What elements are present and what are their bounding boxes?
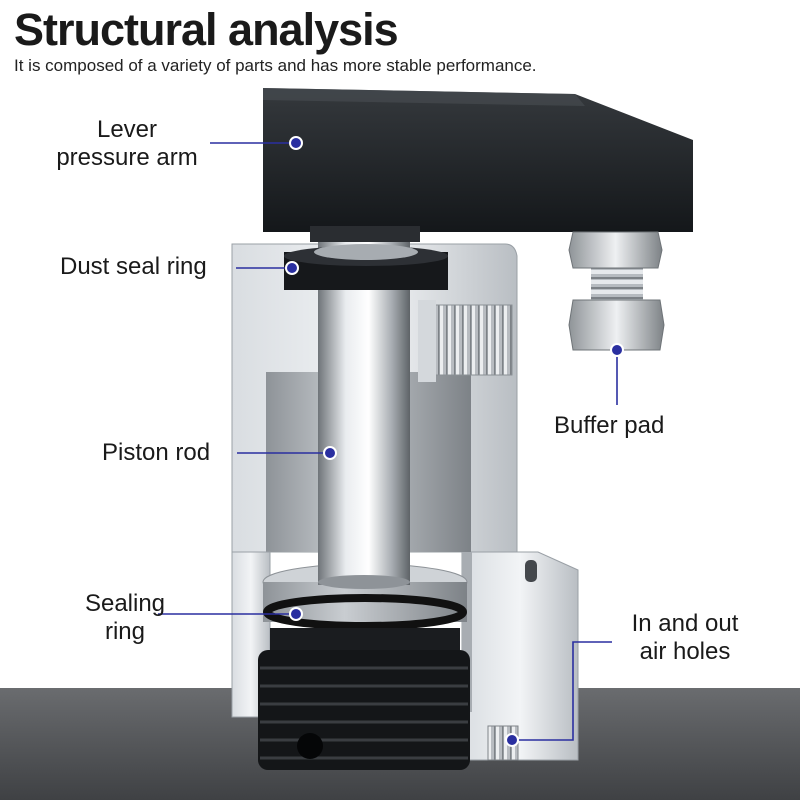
body-threaded-port [431,304,513,376]
callout-dot-sealing-ring [289,607,303,621]
label-lever-pressure-arm: Lever pressure arm [56,116,198,171]
label-dust-seal-ring: Dust seal ring [60,253,207,280]
callout-dot-dust-seal [285,261,299,275]
label-air-holes: In and out air holes [631,610,739,665]
buffer-top-nut [568,231,663,269]
label-buffer-pad: Buffer pad [554,412,665,439]
lever-arm-shape [263,88,693,232]
callout-dot-buffer-pad [610,343,624,357]
callout-dot-air-holes [505,733,519,747]
callout-dot-lever [289,136,303,150]
label-piston-rod: Piston rod [102,439,211,466]
buffer-bolt-thread [591,268,643,303]
page-title: Structural analysis [14,4,399,55]
cylinder-base-block [461,551,579,761]
buffer-bottom-nut [568,299,665,351]
label-sealing-ring: Sealing ring [84,590,166,645]
callout-dot-piston-rod [323,446,337,460]
piston-rod-shape [318,240,410,585]
page-subtitle: It is composed of a variety of parts and… [14,56,537,75]
